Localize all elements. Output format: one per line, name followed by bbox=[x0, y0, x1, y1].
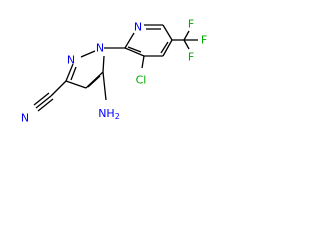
molecule-structure: N N N N NH2 Cl F F F bbox=[21, 18, 207, 125]
bond-nitrile-triple-2 bbox=[33, 92, 50, 106]
bond-c2-c3 bbox=[65, 80, 87, 89]
bonds bbox=[33, 24, 198, 112]
bond-py-3 bbox=[162, 24, 173, 41]
atom-n-pyridine: N bbox=[134, 21, 142, 34]
bond-py-4 bbox=[162, 39, 173, 57]
bond-n1-n2 bbox=[80, 50, 96, 58]
atom-amino: NH2 bbox=[98, 107, 120, 121]
bond-c1-c2 bbox=[85, 71, 104, 89]
atom-f-right: F bbox=[201, 34, 207, 47]
bond-nitrile-triple-1 bbox=[35, 95, 52, 109]
atom-amino-main: NH bbox=[98, 107, 115, 120]
bond-c2-nh2 bbox=[102, 71, 107, 101]
atom-amino-subscript: 2 bbox=[115, 112, 120, 121]
atom-n-pyrazole-2: N bbox=[96, 42, 104, 55]
atom-n-nitrile: N bbox=[21, 112, 29, 125]
bond-py-inner-2 bbox=[160, 41, 169, 54]
atom-cl: Cl bbox=[136, 74, 147, 87]
bond-c3-n1-inner bbox=[70, 66, 77, 81]
bond-py-6 bbox=[124, 47, 145, 57]
bond-py-1 bbox=[124, 32, 135, 49]
bond-c3-n1 bbox=[65, 63, 74, 82]
bond-c3-cn bbox=[50, 80, 67, 97]
bond-n2-c1 bbox=[102, 55, 105, 73]
bond-pyridine-cl bbox=[141, 55, 145, 69]
atom-f-top: F bbox=[188, 18, 194, 31]
bond-cf3-f-top bbox=[183, 30, 190, 41]
bond-py-inner-3 bbox=[127, 46, 142, 53]
atom-labels: N N N N NH2 Cl F F F bbox=[21, 18, 207, 125]
atom-f-bottom: F bbox=[188, 51, 194, 64]
bond-c1-c2-inner bbox=[87, 75, 101, 88]
bond-cf3-f-bottom bbox=[183, 39, 190, 50]
atom-n-pyrazole-1: N bbox=[67, 54, 75, 67]
bond-nitrile-triple-3 bbox=[37, 98, 54, 112]
